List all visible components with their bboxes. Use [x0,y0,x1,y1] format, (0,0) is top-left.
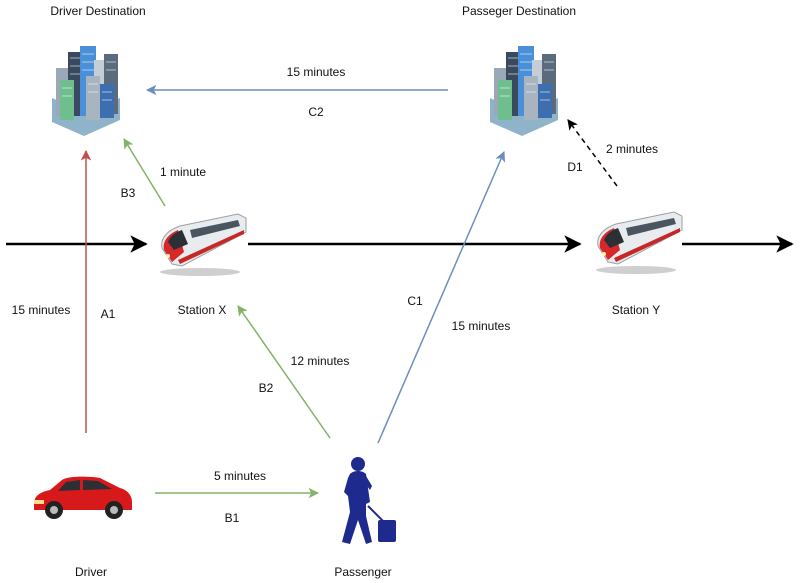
edge-b2 [237,305,331,439]
edge-d1-id: D1 [567,160,583,174]
edge-b1-time: 5 minutes [214,469,266,483]
edge-d1-time: 2 minutes [606,142,658,156]
label-station-x: Station X [178,303,227,317]
label-driver-destination: Driver Destination [50,4,145,18]
edge-c1-id: C1 [407,294,423,308]
car-icon [34,476,132,519]
label-driver: Driver [75,565,107,579]
train-icon [159,213,247,277]
edge-b1-id: B1 [225,511,240,525]
label-passenger: Passenger [334,565,391,579]
edge-b2-time: 12 minutes [291,354,350,368]
edge-c2-time: 15 minutes [287,65,346,79]
buildings-icon [51,45,121,137]
walking-person-with-luggage-icon [341,456,397,545]
edge-b3-id: B3 [121,186,136,200]
label-station-y: Station Y [612,303,660,317]
train-icon [595,211,683,275]
edge-c1 [377,151,506,444]
edge-b3 [123,138,166,207]
edge-b3-time: 1 minute [160,165,206,179]
edge-b2-id: B2 [259,381,274,395]
edge-a1-time: 15 minutes [12,303,71,317]
edge-a1-id: A1 [101,307,116,321]
label-passenger-destination: Passeger Destination [462,4,576,18]
edge-d1 [567,119,618,187]
edge-c2-id: C2 [308,105,324,119]
buildings-icon [489,45,559,137]
edge-c1-time: 15 minutes [452,319,511,333]
